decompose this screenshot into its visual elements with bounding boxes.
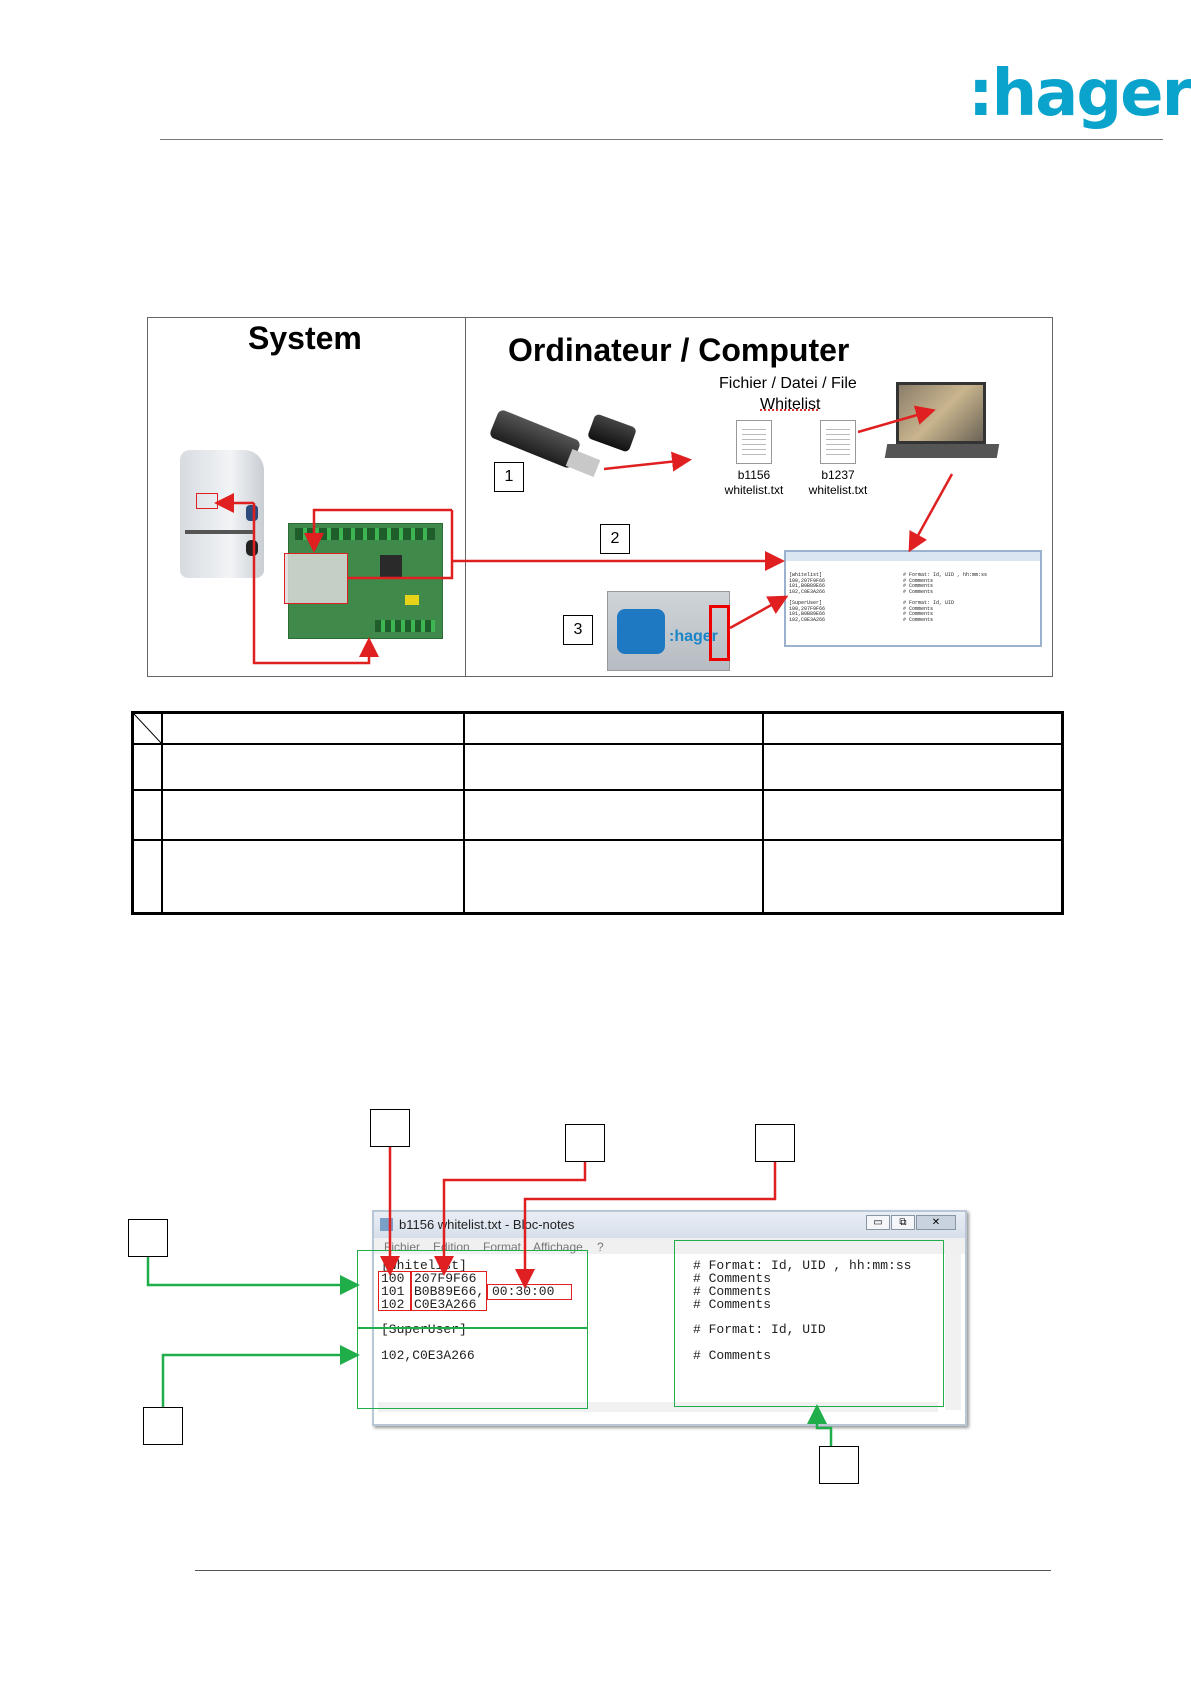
close-button[interactable]: ✕ [916,1215,956,1230]
callout-box-uid [565,1124,605,1162]
arrow-callout-comments [807,1404,833,1446]
arrow-charger-to-board [252,503,379,665]
menu-help[interactable]: ? [597,1240,604,1254]
header-divider [160,139,1163,140]
whitelist-uid-3: C0E3A266 [414,1297,477,1312]
arrow-callout-time [515,1162,777,1289]
table-row-divider [134,743,1061,745]
format-comment-2: # Format: Id, UID [693,1322,826,1337]
table-col-divider [463,714,465,912]
callout-box-whitelist [128,1219,168,1257]
minimize-button[interactable]: ▭ [866,1215,890,1230]
usb-connector-highlight [284,553,348,604]
table-row-divider [134,789,1061,791]
callout-box-superuser [143,1407,183,1445]
callout-box-time [755,1124,795,1162]
whitelist-uid-2: B0B89E66, [414,1284,485,1299]
notepad-preview-titlebar [786,552,1040,561]
board-chip [380,555,402,577]
superuser-section-header: [SuperUser] [381,1322,467,1337]
arrow-file-to-laptop [857,405,936,434]
whitelist-id-101: 101 [381,1284,405,1299]
file-icon [820,420,856,464]
arrow-laptop-to-notepad [908,473,954,553]
file-icon [736,420,772,464]
file-b1156: b1156 whitelist.txt [724,468,784,497]
callout-box-id [370,1109,410,1147]
step-number-2: 2 [600,524,630,554]
arrow-usb-to-file [603,451,692,472]
terminal-strip-bottom [375,620,435,632]
computer-title: Ordinateur / Computer [508,332,850,368]
file-label: Fichier / Datei / File [719,375,857,392]
arrow-callout-superuser [161,1345,360,1407]
arrow-callout-uid [434,1162,587,1276]
car-charging-icon [617,609,665,654]
system-title: System [248,320,362,356]
table-col-divider [161,714,163,912]
superuser-entry: 102,C0E3A266 [381,1348,475,1363]
callout-box-comments [819,1446,859,1484]
terminal-strip [295,528,435,540]
table-corner-diagonal [134,714,162,744]
maximize-button[interactable]: ⧉ [891,1215,915,1230]
arrow-callout-whitelist [146,1257,360,1295]
hager-logo: :hager [968,57,1191,131]
charger-slot [185,530,255,534]
comment-line: # Comments [693,1348,772,1363]
file-b1237: b1237 whitelist.txt [808,468,868,497]
step-number-3: 3 [563,615,593,645]
comment-line: # Comments [693,1284,772,1299]
card-uid-highlight [709,605,730,661]
format-comment-1: # Format: Id, UID , hh:mm:ss [693,1258,912,1273]
whitelist-uid-1: 207F9F66 [414,1271,477,1286]
table-row-divider [134,839,1061,841]
notepad-preview-text: [whitelist] # Format: Id, UID , hh:mm:ss… [789,572,988,623]
whitelist-time: 00:30:00 [492,1284,555,1299]
comment-line: # Comments [693,1271,772,1286]
step-number-1: 1 [494,462,524,492]
vertical-scrollbar[interactable] [945,1254,961,1410]
footer-divider [195,1570,1051,1571]
card-brand: :hager [669,628,718,645]
horizontal-scrollbar[interactable] [378,1402,938,1412]
laptop-icon [896,382,986,444]
arrow-card-to-notepad [729,595,789,630]
figure-divider [465,317,466,677]
arrow-board-loop [304,508,452,553]
whitelist-label: Whitelist [760,396,821,413]
info-table [131,711,1064,915]
board-label [405,595,419,605]
whitelist-id-102: 102 [381,1297,405,1312]
comment-line: # Comments [693,1297,772,1312]
arrow-board-to-notepad [348,510,785,580]
superuser-section-highlight [357,1328,588,1409]
table-col-divider [762,714,764,912]
